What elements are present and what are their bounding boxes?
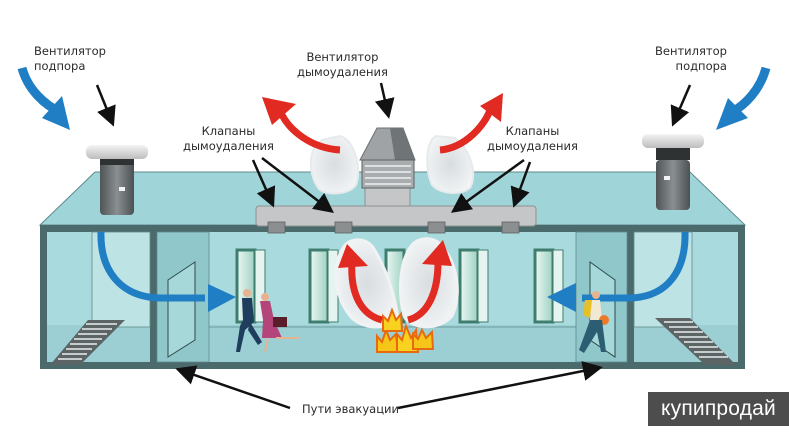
air-arrow-outside-right-head <box>716 98 748 130</box>
pointer-evac-left <box>175 365 291 410</box>
watermark-badge: купипродай <box>648 392 789 426</box>
smoke-arrow-roof-right <box>439 108 494 154</box>
smoke-arrow-inside-right <box>406 261 442 324</box>
evacuee-man <box>236 289 262 352</box>
label-valves-left: Клапаны дымоудаления <box>183 124 274 153</box>
door <box>308 248 339 324</box>
air-arrow-outside-left-head <box>42 96 70 130</box>
pointer-valve-4 <box>510 161 532 208</box>
smoke-arrow-inside-left <box>348 261 384 324</box>
air-arrow-stair-left-head <box>208 284 236 312</box>
air-arrow-outside-right <box>729 66 771 116</box>
supply-air-arrows <box>17 66 771 312</box>
pointer-valve-2 <box>261 157 334 214</box>
stair-grill-right <box>655 318 736 365</box>
smoke-flow-arrows <box>262 93 503 324</box>
smoke-valve <box>427 221 446 234</box>
supply-fan-right <box>642 134 704 210</box>
stair-grill-left <box>50 320 125 365</box>
air-arrow-stair-right <box>582 231 689 302</box>
door <box>533 248 564 324</box>
smoke-exhaust-fan <box>359 127 416 189</box>
air-arrow-stair-right-head <box>547 283 576 312</box>
label-valves-right: Клапаны дымоудаления <box>487 124 578 153</box>
smoke-arrow-roof-left <box>278 113 341 154</box>
stairwell-door-left <box>167 261 196 358</box>
roof-smoke-cloud-right <box>426 134 475 194</box>
supply-fan-left <box>86 145 148 215</box>
smoke-valve <box>334 221 353 234</box>
label-supply-fan-left: Вентилятор подпора <box>34 44 106 73</box>
pointer-supply-fan-right <box>670 84 692 127</box>
pointer-exhaust-fan <box>374 82 395 119</box>
pointer-valve-3 <box>450 158 525 213</box>
label-supply-fan-right: Вентилятор подпора <box>655 44 727 73</box>
pointer-valve-1 <box>251 159 276 208</box>
pointer-supply-fan-left <box>95 84 116 127</box>
air-arrow-stair-left <box>97 231 205 302</box>
smoke-arrow-roof-left-head <box>262 97 296 125</box>
evacuee-woman <box>260 293 300 353</box>
door <box>458 248 489 324</box>
smoke-arrow-inside-left-head <box>338 244 368 268</box>
corridor-doors <box>235 248 564 324</box>
label-evacuation-routes: Пути эвакуации <box>302 402 399 416</box>
pointer-evac-right <box>397 361 603 410</box>
pointer-arrows <box>95 82 692 410</box>
fire-icon <box>376 307 435 353</box>
evacuee-girl <box>579 291 609 353</box>
smoke-arrow-inside-right-head <box>422 240 452 266</box>
label-exhaust-fan: Вентилятор дымоудаления <box>297 50 388 79</box>
smoke-valve <box>267 221 286 234</box>
smoke-valve <box>501 221 520 234</box>
smoke-arrow-roof-right-head <box>480 93 503 122</box>
